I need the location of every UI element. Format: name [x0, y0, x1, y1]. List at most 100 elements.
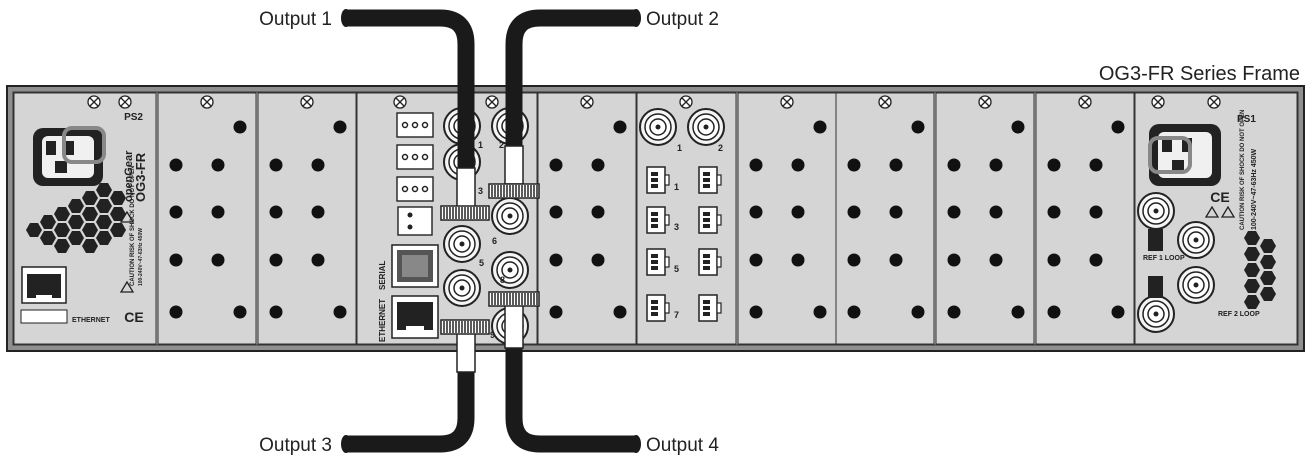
mount-hole: [989, 253, 1003, 267]
screw-icon: [679, 95, 693, 109]
mount-hole: [1011, 120, 1025, 134]
screw-icon: [200, 95, 214, 109]
serial-port-icon: [391, 244, 439, 288]
mount-hole: [889, 253, 903, 267]
cables: [341, 9, 641, 453]
terminal-block-icon: [698, 294, 722, 322]
mount-hole: [311, 158, 325, 172]
cable-end: [631, 435, 641, 453]
terminal-block-icon: [646, 206, 670, 234]
mount-hole: [211, 253, 225, 267]
screw-icon: [87, 95, 101, 109]
card-a-port-number: 9: [490, 330, 495, 340]
warning-triangle-icon: [119, 280, 135, 293]
mount-hole: [791, 253, 805, 267]
warning-triangle-icon: [1204, 205, 1220, 218]
screw-icon: [978, 95, 992, 109]
mount-hole: [1089, 205, 1103, 219]
mount-hole: [749, 253, 763, 267]
mount-hole: [947, 305, 961, 319]
blank-slot-cards: [157, 92, 1135, 345]
mount-hole: [549, 158, 563, 172]
power-inlet-icon: [1148, 124, 1221, 186]
mount-hole: [269, 158, 283, 172]
mount-hole: [1111, 305, 1125, 319]
mount-hole: [1111, 120, 1125, 134]
terminal-block-icon: [646, 166, 670, 194]
ce-mark: CE: [1210, 189, 1229, 205]
mount-hole: [947, 253, 961, 267]
cable-output-1: [346, 9, 475, 208]
card-a-port-number: 5: [479, 258, 484, 268]
mount-hole: [813, 305, 827, 319]
psu-right-caution: CAUTION RISK OF SHOCK DO NOT OPEN: [1240, 110, 1246, 230]
card-a-port-number: 1: [478, 140, 483, 150]
blank-slot-card: [537, 92, 637, 345]
bnc-connector-icon: [491, 197, 529, 235]
mount-hole: [1011, 305, 1025, 319]
mount-hole: [1089, 158, 1103, 172]
mount-hole: [911, 120, 925, 134]
mount-hole: [311, 205, 325, 219]
screw-icon: [1207, 95, 1221, 109]
mount-hole: [989, 158, 1003, 172]
mount-hole: [211, 158, 225, 172]
mount-hole: [847, 158, 861, 172]
mount-hole: [233, 305, 247, 319]
psu-left-brand-group: openGear OG3-FR: [123, 150, 148, 202]
mount-hole: [269, 305, 283, 319]
mount-hole: [791, 205, 805, 219]
mount-hole: [169, 253, 183, 267]
ref-loop-link: [1148, 276, 1163, 298]
psu-left-model: OG3-FR: [133, 152, 148, 202]
mount-hole: [847, 205, 861, 219]
bnc-connector-icon: [1177, 221, 1215, 259]
blank-slot-card: [157, 92, 257, 345]
bnc-connector-icon: [639, 108, 677, 146]
bnc-connector-icon: [687, 108, 725, 146]
bnc-connector-icon: [491, 251, 529, 289]
plug-sleeve: [504, 303, 524, 349]
cable-end: [631, 9, 641, 27]
psu-right-ref2: REF 2 LOOP: [1218, 311, 1260, 318]
blank-slot-card: [935, 92, 1035, 345]
psu-right-ref1: REF 1 LOOP: [1143, 255, 1185, 262]
psu-right-name: PS1: [1237, 114, 1256, 125]
mount-hole: [847, 305, 861, 319]
mount-hole: [1047, 205, 1061, 219]
card-b-port-number: 3: [674, 222, 679, 232]
warning-triangle-icon: [1220, 205, 1236, 218]
mount-hole: [591, 205, 605, 219]
plug-sleeve: [504, 145, 524, 185]
mount-hole: [1047, 158, 1061, 172]
card-b-bnc-num-2: 2: [718, 143, 723, 153]
card-a-port-number: 3: [478, 186, 483, 196]
screw-icon: [878, 95, 892, 109]
power-inlet-icon: [33, 126, 106, 186]
mount-hole: [911, 305, 925, 319]
blank-slot-card: [1035, 92, 1135, 345]
plug-sleeve: [456, 331, 476, 373]
label-output-3: Output 3: [259, 435, 332, 456]
mount-hole: [847, 253, 861, 267]
terminal-dots: [401, 121, 429, 230]
mount-hole: [233, 120, 247, 134]
psu-right: PS1 CAUTION RISK OF SHOCK DO NOT OPEN 10…: [1134, 92, 1298, 345]
plug-collar: [440, 319, 490, 335]
mount-hole: [311, 253, 325, 267]
screw-icon: [393, 95, 407, 109]
mount-hole: [269, 253, 283, 267]
cable-output-2: [505, 9, 636, 180]
ref-loop-link: [1148, 229, 1163, 251]
mount-hole: [889, 205, 903, 219]
card-a-port-number: 6: [492, 236, 497, 246]
mount-hole: [613, 305, 627, 319]
card-b-bnc-num-1: 1: [677, 143, 682, 153]
terminal-block-icon: [698, 206, 722, 234]
blank-slot-card: [737, 92, 837, 345]
card-a-port-number: 2: [499, 140, 504, 150]
screw-icon: [300, 95, 314, 109]
cable-end: [341, 9, 351, 27]
